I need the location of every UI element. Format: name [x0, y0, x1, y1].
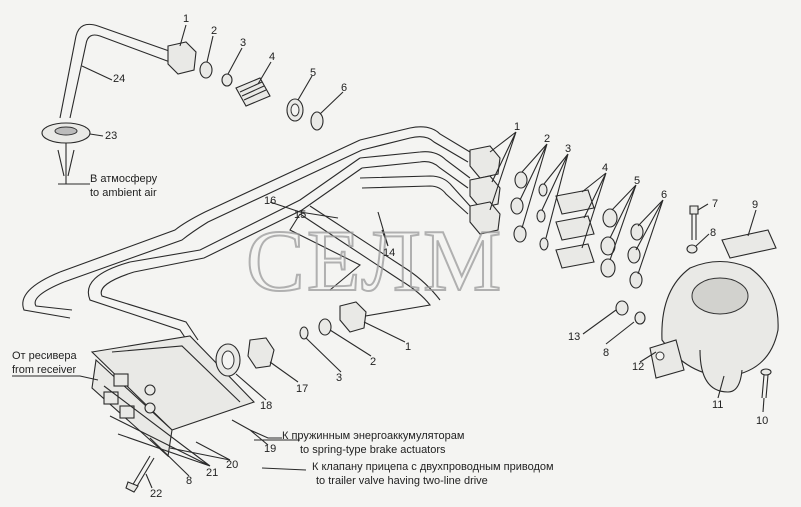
caption-receiver-ru: От ресивера	[12, 350, 77, 362]
pipe-24	[59, 23, 173, 119]
callout-20: 20	[226, 459, 238, 471]
callout-4: 4	[269, 51, 275, 63]
callout-12: 12	[632, 361, 644, 373]
callout-2-lower: 2	[370, 356, 376, 368]
callout-6: 6	[341, 82, 347, 94]
callout-5: 5	[310, 67, 316, 79]
bolt-7	[689, 205, 699, 240]
callout-8: 8	[710, 227, 716, 239]
fitting-row-top	[167, 41, 324, 131]
valve-block	[90, 335, 255, 458]
callout-15: 15	[294, 209, 306, 221]
screw-10	[760, 368, 772, 399]
tube-bundle	[22, 126, 471, 346]
caption-spring-en: to spring-type brake actuators	[300, 444, 446, 456]
callout-2: 2	[211, 25, 217, 37]
nut-8	[686, 244, 698, 254]
callout-10: 10	[756, 415, 768, 427]
callout-22: 22	[150, 488, 162, 500]
callout-3-right: 3	[565, 143, 571, 155]
callout-labels: 1 2 3 4 5 6 24 23 1 2 3 4 5 6 7 8 9 16 1…	[105, 13, 768, 500]
callout-18: 18	[260, 400, 272, 412]
callout-24: 24	[113, 73, 125, 85]
caption-trailer-en: to trailer valve having two-line drive	[316, 475, 488, 487]
exhaust-silencer-23	[41, 122, 91, 177]
callout-21: 21	[206, 467, 218, 479]
caption-leaders	[12, 176, 307, 471]
caption-atmosphere-ru: В атмосферу	[90, 173, 158, 185]
callout-11: 11	[712, 399, 723, 411]
callout-9: 9	[752, 199, 758, 211]
fittings-17-18	[215, 337, 275, 377]
callout-16: 16	[264, 195, 276, 207]
fitting-row-lower	[299, 301, 367, 340]
callout-6-right: 6	[661, 189, 667, 201]
bolt-22	[125, 455, 155, 493]
callout-1-right: 1	[514, 121, 520, 133]
callout-8-left: 8	[186, 475, 192, 487]
callout-8-lower: 8	[603, 347, 609, 359]
callout-2-right: 2	[544, 133, 550, 145]
callout-17: 17	[296, 383, 308, 395]
callout-14: 14	[383, 247, 395, 259]
plate-9	[721, 229, 777, 259]
nut-8-lower	[634, 311, 646, 325]
callout-23: 23	[105, 130, 117, 142]
callout-13: 13	[568, 331, 580, 343]
brake-valve-11	[649, 260, 779, 393]
callout-4-right: 4	[602, 162, 608, 174]
callout-5-right: 5	[634, 175, 640, 187]
caption-atmosphere-en: to ambient air	[90, 187, 157, 199]
fitting-row-right	[469, 145, 644, 289]
callout-1-lower: 1	[405, 341, 411, 353]
caption-trailer-ru: К клапану прицепа с двухпроводным привод…	[312, 461, 554, 473]
callout-1: 1	[183, 13, 189, 25]
callout-7: 7	[712, 198, 718, 210]
washer-13	[615, 300, 629, 316]
watermark: СЕЛМ	[246, 213, 503, 310]
caption-spring-ru: К пружинным энергоаккумуляторам	[282, 430, 464, 442]
leader-lines	[81, 24, 765, 489]
callout-3-lower: 3	[336, 372, 342, 384]
callout-3: 3	[240, 37, 246, 49]
caption-receiver-en: from receiver	[12, 364, 77, 376]
callout-19: 19	[264, 443, 276, 455]
